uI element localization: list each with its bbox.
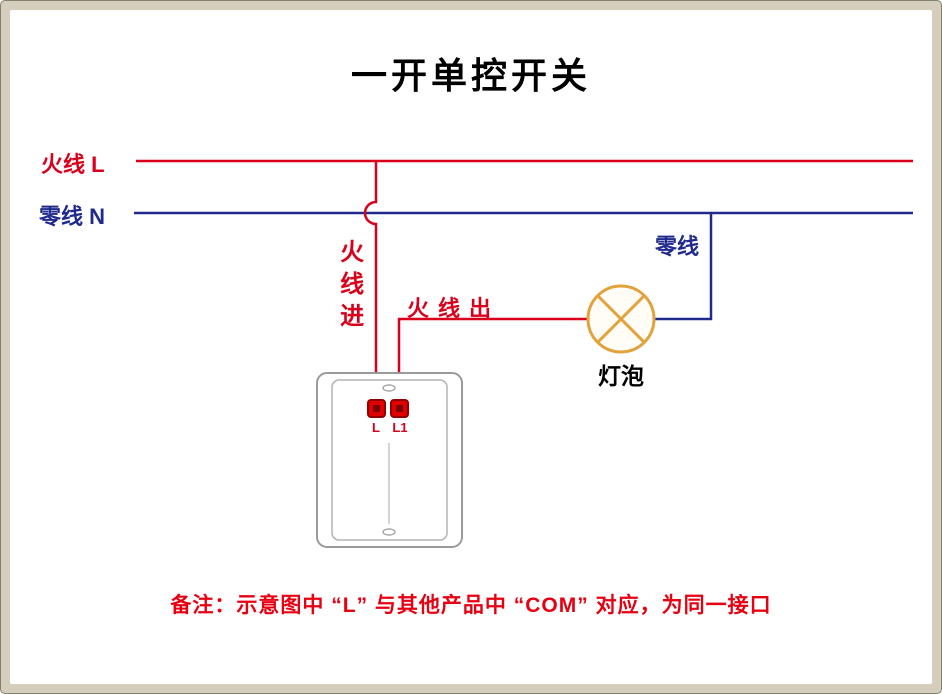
diagram-canvas: [10, 10, 932, 684]
live-wire-label: 火线 L: [41, 152, 105, 177]
lamp-cross-line-2: [596, 294, 646, 344]
neutral-branch-wire: [654, 213, 713, 321]
terminal-l1-screw: [396, 405, 403, 412]
live-in-label: 火线进: [335, 239, 363, 335]
switch-plate-inner: [331, 379, 448, 541]
live-out-label: 火线出: [407, 296, 501, 321]
terminal-l-screw: [373, 405, 380, 412]
neutral-wire-label: 零线 N: [39, 204, 106, 229]
live-in-wire: [363, 161, 378, 402]
neutral-branch-label: 零线: [655, 234, 700, 259]
terminal-l1-label: L1: [392, 420, 408, 435]
terminal-l-label: L: [372, 420, 380, 435]
footnote: 备注：示意图中 “L” 与其他产品中 “COM” 对应，为同一接口: [170, 594, 772, 617]
switch-screw-hole-bottom: [382, 528, 396, 536]
diagram-title: 一开单控开关: [350, 55, 591, 96]
lamp-label: 灯泡: [598, 363, 644, 389]
switch-screw-hole-top: [382, 384, 396, 392]
